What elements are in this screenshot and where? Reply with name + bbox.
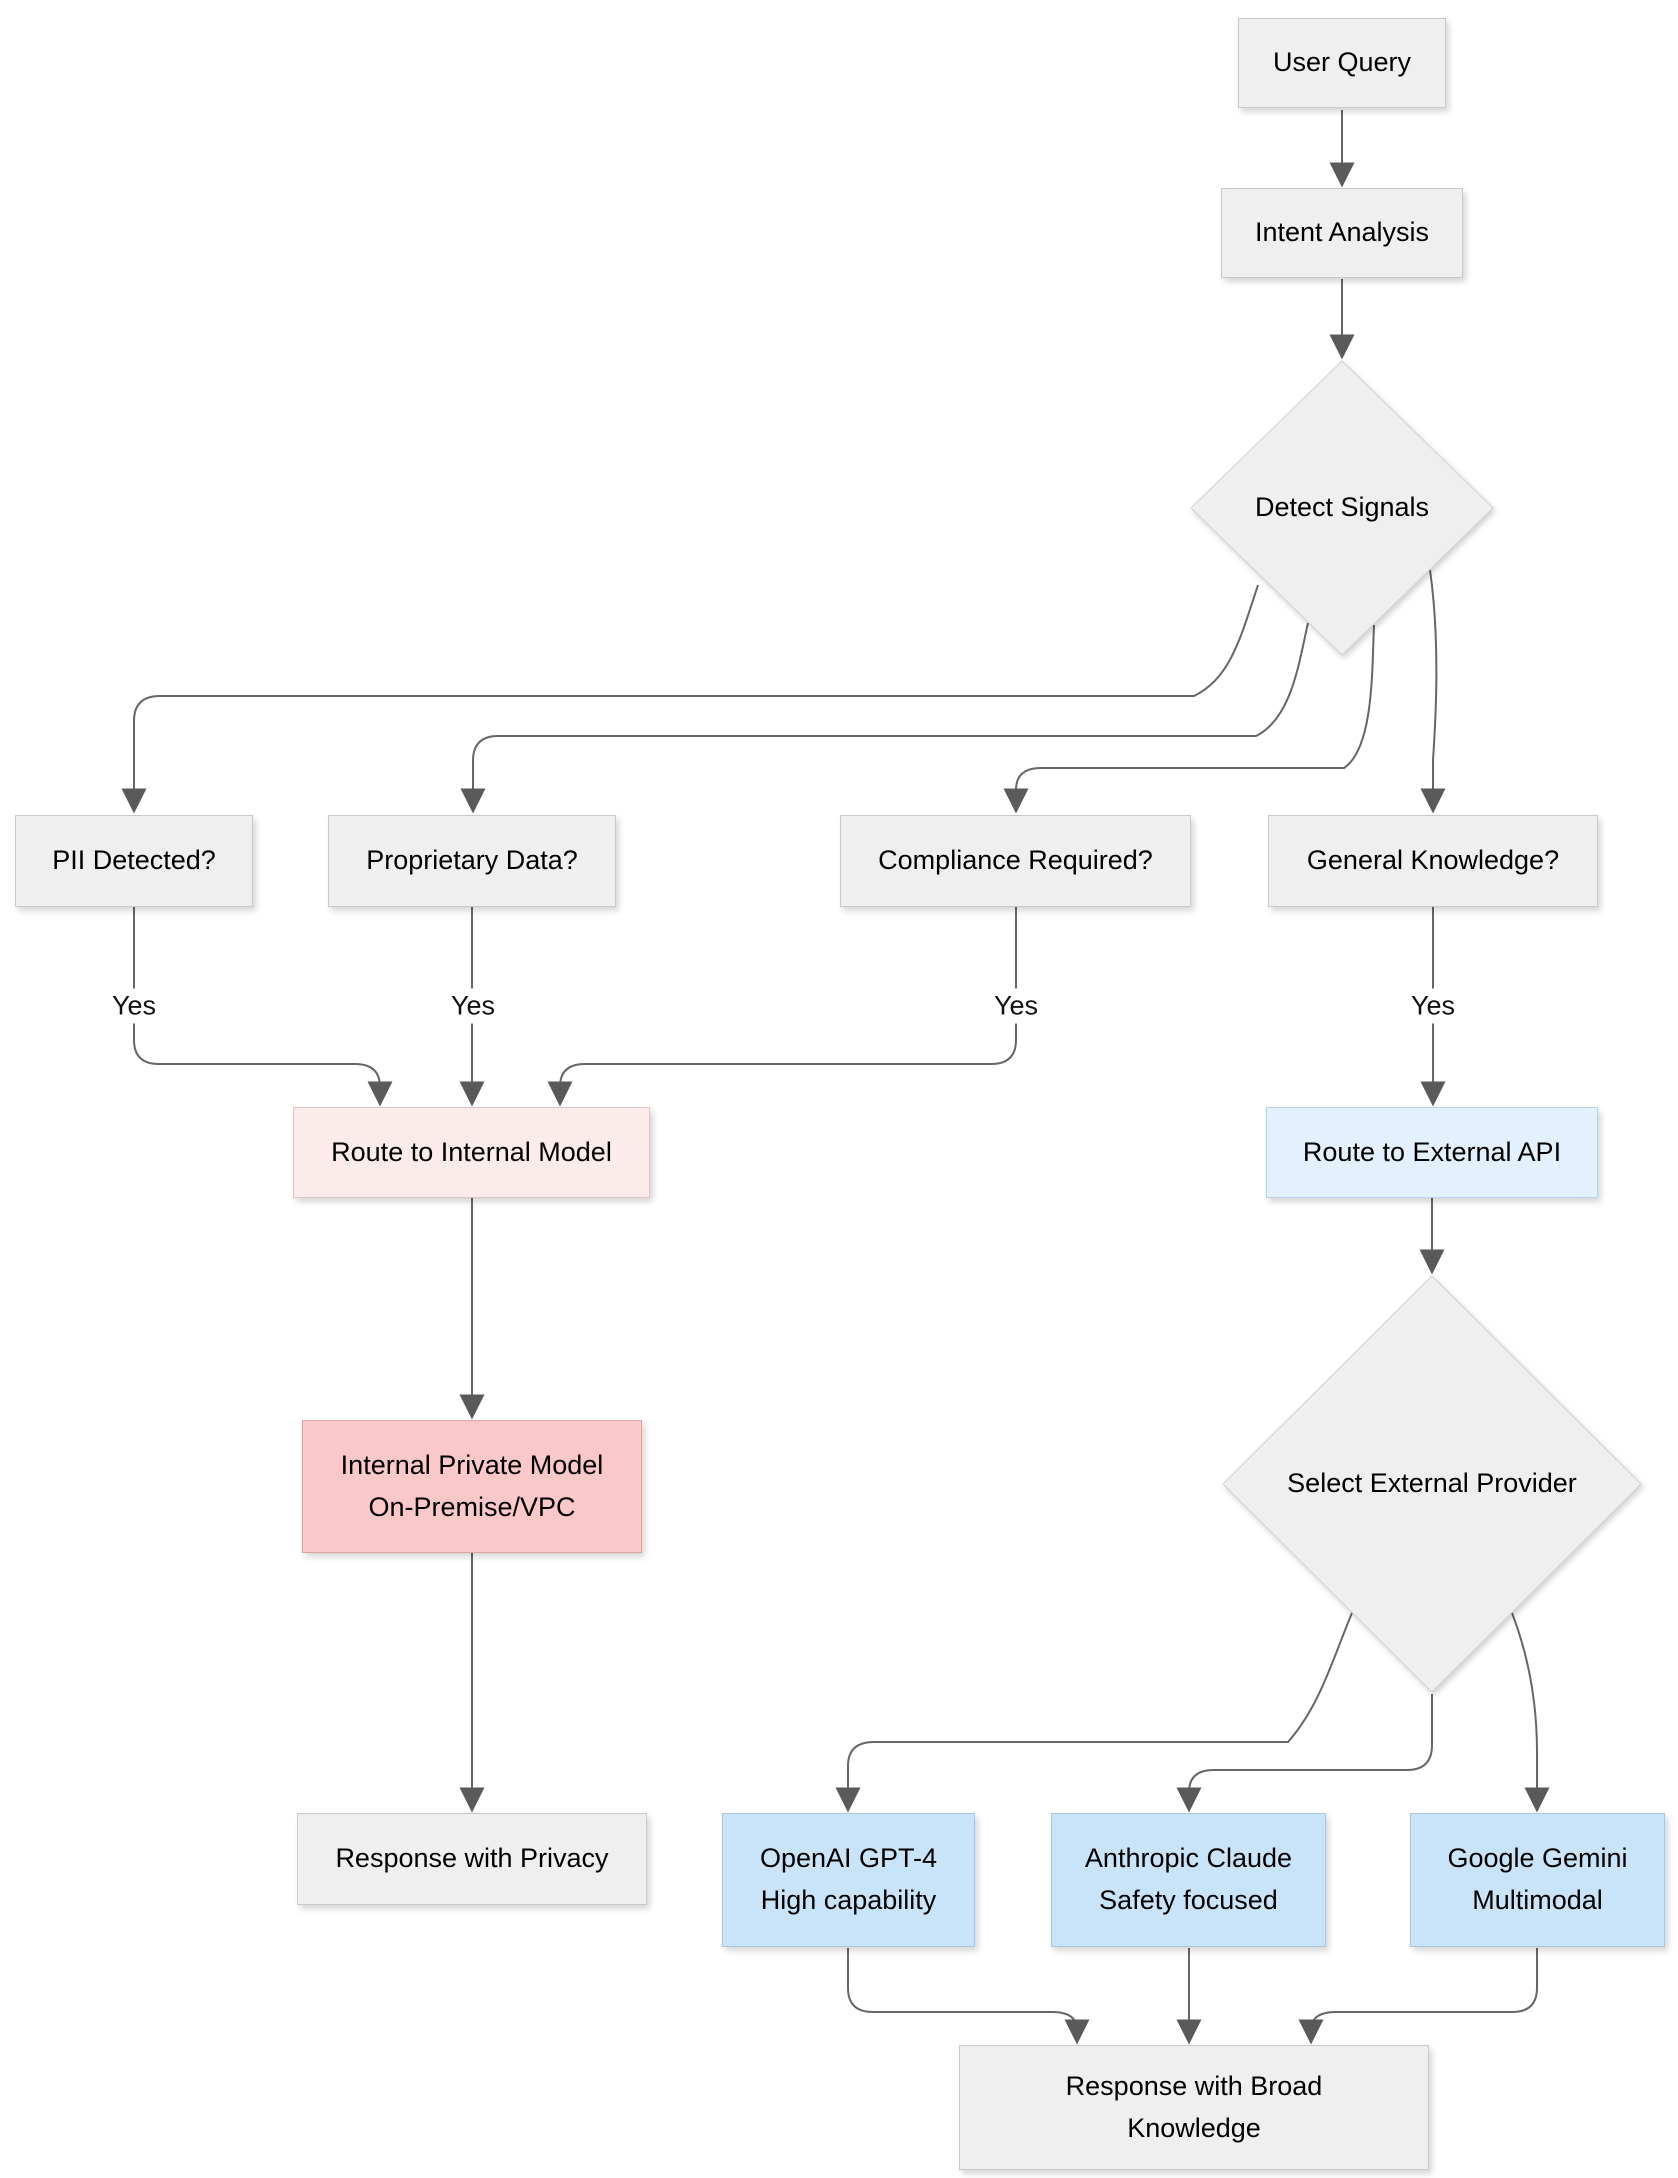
node-label: User Query [1263, 42, 1421, 84]
edge-detect-to-general [1420, 569, 1446, 814]
node-route-internal: Route to Internal Model [293, 1107, 650, 1198]
edge-select-to-openai [835, 1612, 1353, 1813]
label-line: Safety focused [1099, 1885, 1278, 1915]
node-general-knowledge: General Knowledge? [1268, 815, 1598, 907]
node-compliance-required: Compliance Required? [840, 815, 1191, 907]
node-proprietary-data: Proprietary Data? [328, 815, 616, 907]
diamond-shape [1222, 1275, 1642, 1693]
label-line: Route to Internal Model [331, 1136, 612, 1167]
label-line: Detect Signals [1254, 492, 1430, 523]
node-label: Detect Signals [1245, 487, 1439, 529]
label-line: On-Premise/VPC [368, 1491, 576, 1522]
node-label: Route to Internal Model [321, 1132, 622, 1174]
label-line: Knowledge [1127, 2112, 1261, 2143]
edge-label-yes-compliance: Yes [983, 988, 1049, 1024]
edge-select-to-gemini [1511, 1612, 1550, 1813]
edge-pii-to-route-internal [133, 907, 393, 1107]
node-pii-detected: PII Detected? [15, 815, 253, 907]
label-line: Multimodal [1472, 1885, 1603, 1915]
node-label: Route to External API [1293, 1132, 1571, 1174]
edge-detect-to-compliance [1003, 624, 1375, 814]
node-label: Proprietary Data? [356, 840, 588, 882]
label-line: Compliance Required? [878, 845, 1153, 876]
label-line: General Knowledge? [1306, 845, 1560, 876]
node-detect-signals: Detect Signals [1190, 360, 1494, 656]
edge-select-to-anthropic [1176, 1694, 1433, 1813]
node-label: PII Detected? [42, 840, 226, 882]
edge-label-yes-general: Yes [1400, 988, 1466, 1024]
label-line: Response with Broad [1065, 2070, 1323, 2101]
node-user-query: User Query [1238, 18, 1446, 108]
edge-label-yes-proprietary: Yes [440, 988, 506, 1024]
node-select-external-provider: Select External Provider [1222, 1275, 1642, 1693]
node-response-privacy: Response with Privacy [297, 1813, 647, 1905]
node-label: Response with Privacy [325, 1838, 618, 1880]
label-line: Intent Analysis [1254, 217, 1430, 248]
label-line: User Query [1272, 47, 1412, 78]
node-intent-analysis: Intent Analysis [1221, 188, 1463, 278]
edge-detect-to-pii [121, 584, 1259, 814]
edge-label-yes-pii: Yes [101, 988, 167, 1024]
node-label: Intent Analysis [1245, 212, 1439, 254]
label-line: Anthropic Claude [1084, 1843, 1293, 1874]
label-line: Select External Provider [1287, 1468, 1577, 1499]
edge-detect-to-proprietary [460, 622, 1309, 814]
label-line: Response with Privacy [335, 1843, 609, 1874]
edge-gemini-to-response-broad [1298, 1948, 1538, 2045]
label-line: OpenAI GPT-4 [759, 1843, 938, 1874]
diamond-shape [1190, 360, 1494, 656]
label-line: Internal Private Model [340, 1449, 604, 1480]
node-label: Compliance Required? [868, 840, 1163, 882]
edge-openai-to-response-broad [847, 1948, 1090, 2045]
label-line: PII Detected? [52, 845, 216, 876]
label-line: Proprietary Data? [366, 845, 578, 876]
label-line: Route to External API [1302, 1136, 1562, 1167]
edge-compliance-to-route-internal [547, 907, 1017, 1107]
node-route-external: Route to External API [1266, 1107, 1598, 1198]
node-label: General Knowledge? [1297, 840, 1569, 882]
label-line: Google Gemini [1447, 1843, 1628, 1874]
label-line: High capability [760, 1885, 937, 1915]
node-label: Select External Provider [1277, 1463, 1587, 1505]
